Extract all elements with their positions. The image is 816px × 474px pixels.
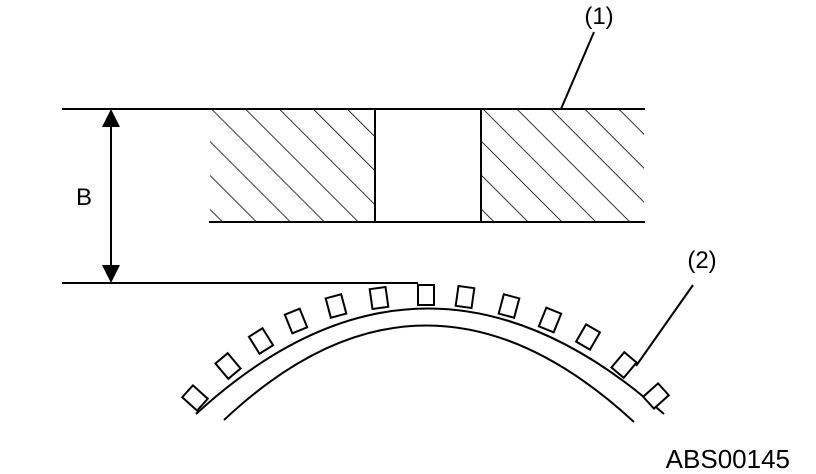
sensor-hatch-left — [210, 110, 375, 221]
sensor-hatch-right — [481, 110, 644, 221]
tooth — [368, 285, 390, 311]
tooth — [283, 307, 309, 335]
tooth — [497, 293, 521, 319]
tone-wheel-teeth — [180, 284, 671, 413]
tooth — [417, 284, 435, 306]
tooth — [214, 351, 242, 381]
tone-wheel-outer-edge — [195, 307, 665, 415]
tooth — [537, 306, 563, 334]
dimension-label: B — [76, 184, 92, 211]
tone-wheel-part — [180, 284, 671, 423]
tooth — [574, 322, 602, 352]
leader-line-1 — [560, 31, 595, 110]
tooth — [247, 326, 275, 356]
tooth — [324, 293, 348, 319]
dimension-b: B — [62, 109, 418, 284]
tooth — [454, 284, 476, 310]
figure-code: ABS00145 — [666, 444, 790, 474]
tooth — [180, 383, 210, 413]
sensor-part — [62, 108, 645, 223]
tone-wheel-inner-edge — [223, 324, 635, 423]
leader-line-2 — [635, 284, 694, 367]
callout-label-2: (2) — [687, 247, 716, 274]
tooth — [641, 381, 671, 411]
callout-label-1: (1) — [584, 3, 613, 30]
callout-1: (1) — [560, 3, 614, 110]
callout-2: (2) — [635, 247, 717, 367]
tooth — [610, 350, 638, 380]
